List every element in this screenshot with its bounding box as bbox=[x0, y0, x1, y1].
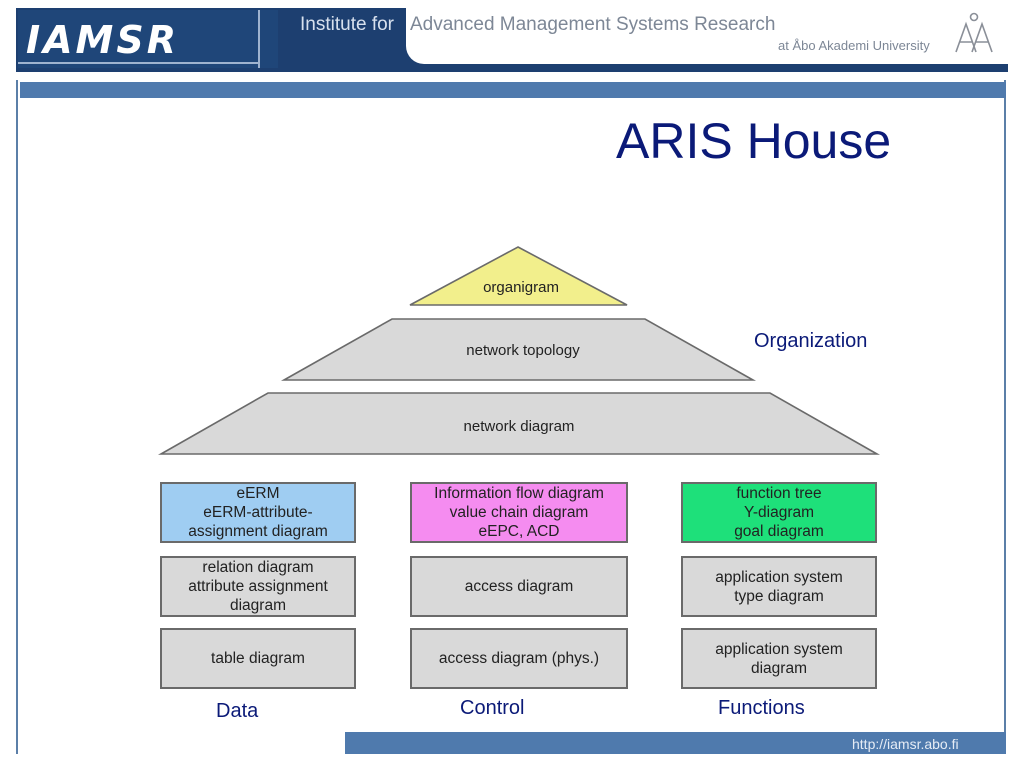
logo-underline bbox=[18, 62, 258, 64]
control-box-access-phys: access diagram (phys.) bbox=[410, 628, 628, 689]
footer-url: http://iamsr.abo.fi bbox=[852, 736, 959, 752]
data-box-relation: relation diagram attribute assignment di… bbox=[160, 556, 356, 617]
roof-organigram-label: organigram bbox=[483, 279, 559, 296]
logo bbox=[18, 10, 278, 68]
functions-box-application-system: application system diagram bbox=[681, 628, 877, 689]
roof-network-topology-shape bbox=[280, 318, 757, 381]
data-box-eerm: eERM eERM-attribute- assignment diagram bbox=[160, 482, 356, 543]
footer-rule bbox=[345, 732, 1006, 754]
column-label-functions: Functions bbox=[718, 697, 805, 719]
functions-box-function-tree: function tree Y-diagram goal diagram bbox=[681, 482, 877, 543]
roof-network-topology-label: network topology bbox=[466, 342, 580, 359]
functions-box-application-system-type-text: application system type diagram bbox=[715, 568, 843, 605]
functions-box-function-tree-text: function tree Y-diagram goal diagram bbox=[734, 485, 824, 540]
data-box-eerm-text: eERM eERM-attribute- assignment diagram bbox=[188, 485, 328, 540]
control-box-access-text: access diagram bbox=[464, 578, 574, 595]
data-box-table-text: table diagram bbox=[211, 650, 305, 667]
header-title-box bbox=[406, 8, 1008, 64]
institute-university: at Åbo Akademi University bbox=[778, 38, 930, 53]
control-box-access: access diagram bbox=[410, 556, 628, 617]
column-label-control: Control bbox=[460, 697, 525, 719]
slide-title: ARIS House bbox=[616, 113, 892, 169]
logo-divider bbox=[258, 10, 260, 68]
column-label-data: Data bbox=[216, 700, 259, 722]
functions-box-application-system-type: application system type diagram bbox=[681, 556, 877, 617]
data-box-relation-text: relation diagram attribute assignment di… bbox=[188, 559, 328, 614]
logo-text: IAMSR bbox=[26, 18, 179, 62]
data-box-table: table diagram bbox=[160, 628, 356, 689]
roof-network-diagram-label: network diagram bbox=[464, 418, 575, 435]
control-box-access-phys-text: access diagram (phys.) bbox=[438, 650, 600, 667]
institute-name: Advanced Management Systems Research bbox=[410, 14, 776, 35]
organization-label: Organization bbox=[754, 330, 868, 352]
roof-organigram-shape bbox=[409, 246, 628, 306]
control-box-information-flow: Information flow diagram value chain dia… bbox=[410, 482, 628, 543]
title-rule bbox=[20, 82, 1006, 98]
institute-prefix: Institute for bbox=[300, 14, 394, 35]
control-box-information-flow-text: Information flow diagram value chain dia… bbox=[434, 485, 604, 540]
roof-network-diagram-shape bbox=[157, 392, 881, 455]
functions-box-application-system-text: application system diagram bbox=[715, 640, 843, 677]
university-logo-icon bbox=[955, 12, 993, 53]
